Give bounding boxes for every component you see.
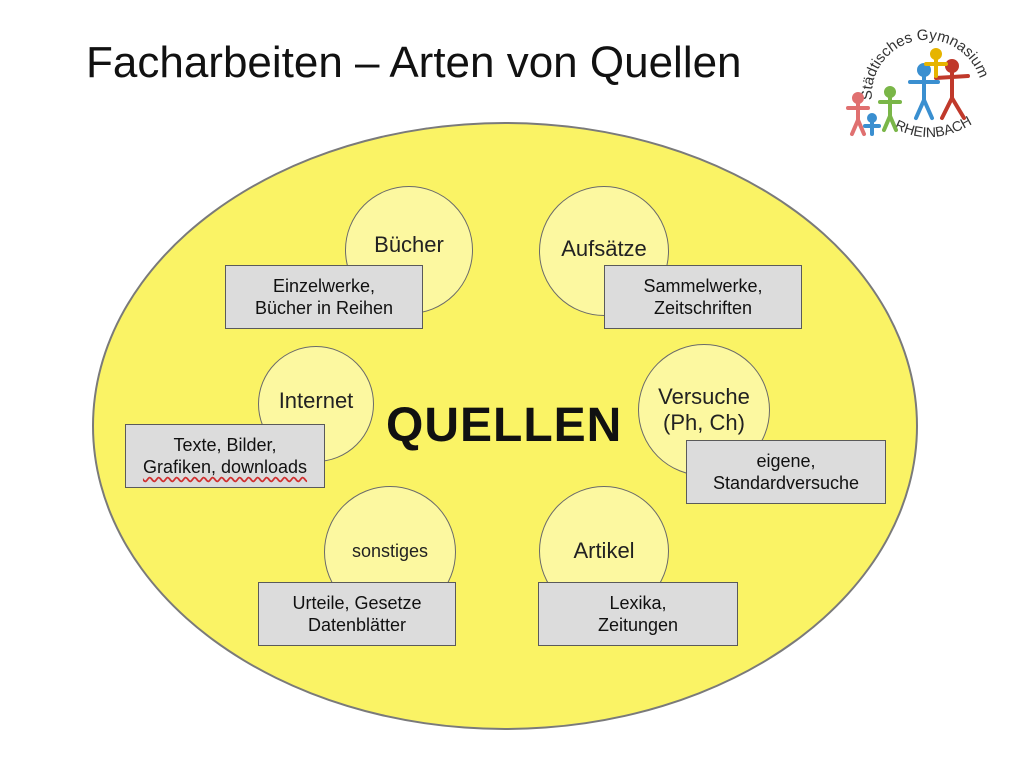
box-aufsaetze: Sammelwerke, Zeitschriften — [604, 265, 802, 329]
box-sonstiges-line-1: Urteile, Gesetze — [292, 593, 422, 613]
box-buecher-line-2: Bücher in Reihen — [254, 298, 394, 318]
box-internet-line-2: Grafiken, downloads — [142, 457, 308, 477]
box-versuche-line-1: eigene, — [756, 451, 816, 471]
box-buecher: Einzelwerke, Bücher in Reihen — [225, 265, 423, 329]
node-label-aufsaetze: Aufsätze — [561, 236, 647, 261]
box-artikel-line-2: Zeitungen — [597, 615, 679, 635]
box-versuche-line-2: Standardversuche — [712, 473, 860, 493]
box-aufsaetze-line-1: Sammelwerke, — [643, 276, 763, 296]
node-label-versuche: Versuche (Ph, Ch) — [658, 384, 750, 435]
box-internet: Texte, Bilder, Grafiken, downloads — [125, 424, 325, 488]
box-sonstiges-line-2: Datenblätter — [307, 615, 407, 635]
box-versuche: eigene, Standardversuche — [686, 440, 886, 504]
school-logo: Städtisches Gymnasium RHEINBACH — [846, 27, 992, 140]
node-label-sonstiges: sonstiges — [351, 541, 429, 561]
node-label-artikel: Artikel — [573, 538, 635, 563]
box-internet-line-1: Texte, Bilder, — [173, 435, 277, 455]
node-label-internet: Internet — [278, 388, 354, 413]
box-artikel-line-1: Lexika, — [609, 593, 667, 613]
node-label-buecher: Bücher — [374, 232, 444, 257]
box-artikel: Lexika, Zeitungen — [538, 582, 738, 646]
center-label-quellen: QUELLEN — [386, 399, 623, 452]
box-aufsaetze-line-2: Zeitschriften — [653, 298, 753, 318]
box-sonstiges: Urteile, Gesetze Datenblätter — [258, 582, 456, 646]
box-buecher-line-1: Einzelwerke, — [272, 276, 376, 296]
slide-title: Facharbeiten – Arten von Quellen — [86, 38, 742, 87]
